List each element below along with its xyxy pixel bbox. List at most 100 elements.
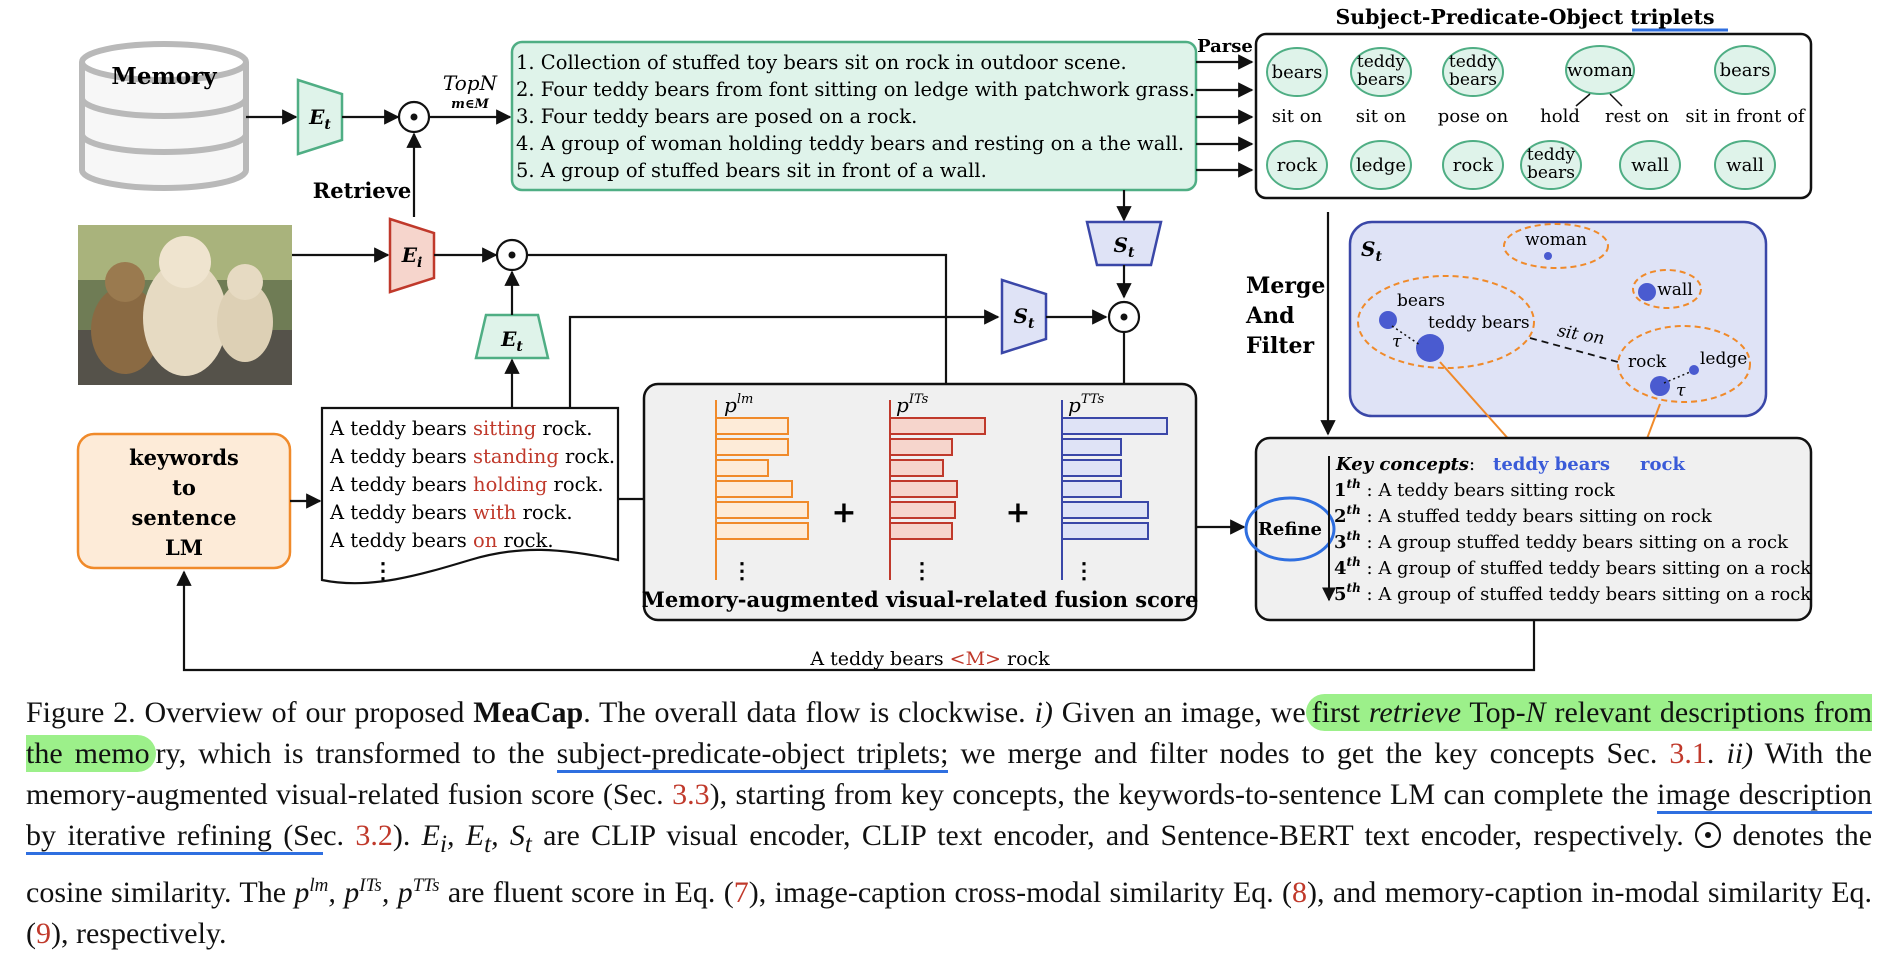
- caption-text-5: we merge and filter nodes to get the key…: [960, 737, 1658, 770]
- caption-score-list: plm, pITs, pTTs: [294, 875, 440, 909]
- clip-text-encoder-bottom: Et: [474, 313, 550, 360]
- score-bar-lm-6: [715, 522, 809, 540]
- caption-ref-3-3[interactable]: 3.3: [672, 778, 710, 811]
- score-bar-its-5: [889, 501, 956, 519]
- triplet-1-subject: bears: [1272, 62, 1323, 83]
- parse-label: Parse: [1197, 36, 1253, 57]
- caption-text-9: c.: [323, 819, 345, 852]
- clip-visual-encoder: Ei: [388, 217, 436, 294]
- triplet-4-subject: woman: [1567, 60, 1633, 81]
- triplets-title: Subject-Predicate-Object triplets: [1335, 5, 1714, 29]
- cosine-similarity-odot-1: [397, 100, 431, 134]
- score-bar-its-1: [889, 417, 986, 435]
- score-bar-tts-2: [1061, 438, 1122, 456]
- candidate-ellipsis: ⋮: [372, 558, 394, 584]
- caption-text-13: are fluent score in Eq. (: [447, 876, 734, 909]
- retrieved-descriptions: 1. Collection of stuffed toy bears sit o…: [516, 51, 1195, 182]
- score-bar-lm-5: [715, 501, 809, 519]
- score-bar-its-6: [889, 522, 953, 540]
- score-label-its: pITs: [896, 392, 929, 417]
- score-bar-its-4: [889, 480, 958, 498]
- score-bar-tts-5: [1061, 501, 1149, 519]
- caption-underline-triplets: subject-predicate-object triplets;: [556, 737, 949, 773]
- feedback-label: A teddy bears <M> rock: [809, 648, 1050, 670]
- score-bars-tts: [1061, 417, 1168, 540]
- caption-ref-3-2[interactable]: 3.2: [355, 819, 393, 852]
- svg-text:Ei: Ei: [401, 243, 423, 271]
- cosine-odot-icon: [1695, 822, 1722, 848]
- score-bar-tts-6: [1061, 522, 1149, 540]
- refine-iterations: 1th : A teddy bears sitting rock 2th : A…: [1334, 477, 1812, 605]
- description-1: 1. Collection of stuffed toy bears sit o…: [516, 51, 1127, 74]
- svg-text:LM: LM: [165, 535, 203, 560]
- score-bars-its: [889, 417, 986, 540]
- plus-sign-2: +: [1005, 495, 1030, 530]
- caption-text-16: ), respectively.: [51, 917, 227, 950]
- svg-text:St: St: [1014, 304, 1035, 332]
- node-rock: rock: [1628, 352, 1667, 372]
- svg-text:to: to: [172, 475, 196, 500]
- refine-highlight: [1244, 496, 1336, 562]
- triplet-6-object: wall: [1726, 155, 1764, 176]
- description-4: 4. A group of woman holding teddy bears …: [516, 132, 1184, 155]
- caption-ref-eq7[interactable]: 7: [733, 876, 749, 909]
- score-bars: plm pITs pTTs + + ⋮ ⋮ ⋮: [715, 392, 1168, 584]
- candidate-3: A teddy bears holding rock.: [329, 473, 604, 496]
- score-bars-lm: [715, 417, 809, 540]
- triplet-3-object: rock: [1453, 155, 1495, 176]
- triplet-3-predicate: pose on: [1438, 106, 1509, 127]
- score-bar-its-2: [889, 438, 953, 456]
- caption-ref-eq9[interactable]: 9: [36, 917, 51, 950]
- candidate-5: A teddy bears on rock.: [329, 529, 554, 552]
- refine-label: Refine: [1258, 519, 1322, 540]
- bars-ellipsis-1: ⋮: [731, 558, 753, 584]
- caption-text-4: ry, which is transformed to the: [155, 737, 545, 770]
- candidate-2: A teddy bears standing rock.: [329, 445, 615, 468]
- caption-underline-refining: image description by iterative refining …: [26, 778, 1873, 855]
- memory-label: Memory: [111, 63, 217, 90]
- candidate-sentences-doc: [320, 406, 620, 585]
- topn-label: TopN: [443, 71, 499, 95]
- caption-figure-number: Figure 2.: [26, 696, 136, 729]
- caption-ref-eq8[interactable]: 8: [1292, 876, 1308, 909]
- triplet-2-predicate: sit on: [1356, 106, 1407, 127]
- caption-text-3: Given an image, we: [1061, 696, 1306, 729]
- score-bar-its-3: [889, 459, 944, 477]
- concept-graph: woman wall bears τ teddy bears sit on ro…: [1357, 223, 1751, 403]
- triplet-6-subject: bears: [1720, 60, 1771, 81]
- caption-text-15: ), and memory-caption in-modal similarit…: [26, 876, 1873, 950]
- description-2: 2. Four teddy bears from font sitting on…: [516, 78, 1195, 101]
- figure-caption: Figure 2. Overview of our proposed MeaCa…: [26, 692, 1872, 954]
- caption-ref-3-1[interactable]: 3.1: [1669, 737, 1707, 770]
- bars-ellipsis-3: ⋮: [1073, 558, 1095, 584]
- description-5: 5. A group of stuffed bears sit in front…: [516, 159, 987, 182]
- node-bears: bears: [1397, 291, 1445, 311]
- score-label-tts: pTTs: [1068, 392, 1104, 417]
- score-bar-lm-2: [715, 438, 789, 456]
- caption-marker-i: i): [1034, 696, 1053, 729]
- clip-text-encoder-top: Et: [296, 78, 344, 156]
- caption-text-7: With the memory-augmented visual-related…: [26, 737, 1873, 811]
- lm-box-label: keywords to sentence LM: [129, 445, 239, 560]
- bars-ellipsis-2: ⋮: [911, 558, 933, 584]
- topn-sub: m∈M: [451, 97, 489, 112]
- merge-and-filter-label: Merge And Filter: [1245, 273, 1325, 359]
- svg-text:And: And: [1245, 303, 1294, 329]
- iteration-3: 3th : A group stuffed teddy bears sittin…: [1334, 529, 1789, 553]
- score-bar-lm-3: [715, 459, 769, 477]
- triplet-1-predicate: sit on: [1272, 106, 1323, 127]
- node-tau-2: τ: [1676, 381, 1686, 401]
- triplet-5-object: wall: [1631, 155, 1669, 176]
- caption-marker-ii: ii): [1726, 737, 1754, 770]
- score-bar-lm-4: [715, 480, 793, 498]
- caption-text-14: ), image-caption cross-modal similarity …: [748, 876, 1293, 909]
- input-image-teddy-bears: [78, 225, 292, 385]
- caption-text-2: . The overall data flow is clockwise.: [583, 696, 1026, 729]
- concept-graph-box: [1348, 220, 1768, 418]
- svg-text:Et: Et: [500, 327, 523, 355]
- concept-graph-title: St: [1361, 237, 1382, 265]
